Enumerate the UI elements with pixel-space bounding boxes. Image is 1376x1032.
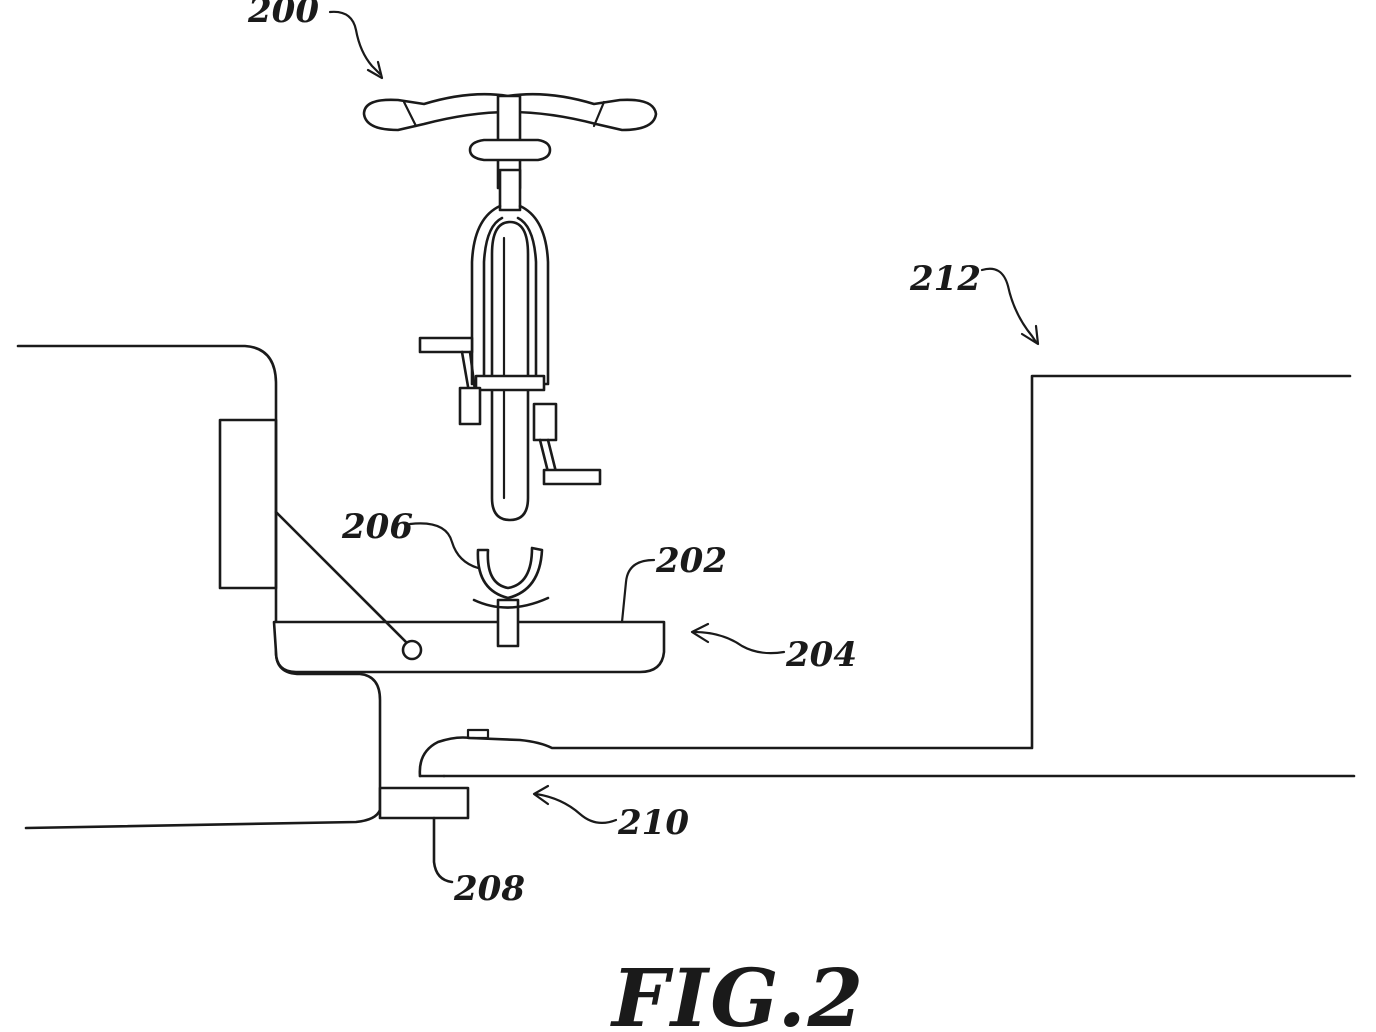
label-210: 210 bbox=[617, 803, 689, 843]
label-204: 204 bbox=[785, 635, 857, 675]
left-pedal bbox=[418, 336, 474, 354]
front-wheel bbox=[490, 220, 530, 522]
label-202: 202 bbox=[655, 541, 727, 581]
label-212: 212 bbox=[909, 259, 981, 299]
cradle-post bbox=[496, 598, 520, 648]
leader-lines bbox=[328, 10, 1040, 825]
bike-rack bbox=[272, 510, 666, 674]
pivot-pin bbox=[401, 639, 423, 661]
label-208: 208 bbox=[453, 869, 525, 909]
wheel-cradle bbox=[476, 546, 544, 600]
tail-light bbox=[218, 418, 278, 590]
vehicle-rear bbox=[16, 344, 382, 830]
label-206: 206 bbox=[341, 507, 413, 547]
right-pedal bbox=[542, 468, 602, 486]
reference-labels: 200 212 206 202 204 210 208 bbox=[247, 0, 981, 909]
tow-vehicle bbox=[418, 374, 1356, 778]
figure-caption: FIG.2 bbox=[610, 951, 865, 1032]
handlebar bbox=[362, 92, 658, 132]
rack-strut bbox=[274, 510, 408, 644]
label-200: 200 bbox=[247, 0, 319, 31]
hitch-receiver bbox=[378, 786, 470, 884]
bicycle bbox=[362, 92, 658, 522]
